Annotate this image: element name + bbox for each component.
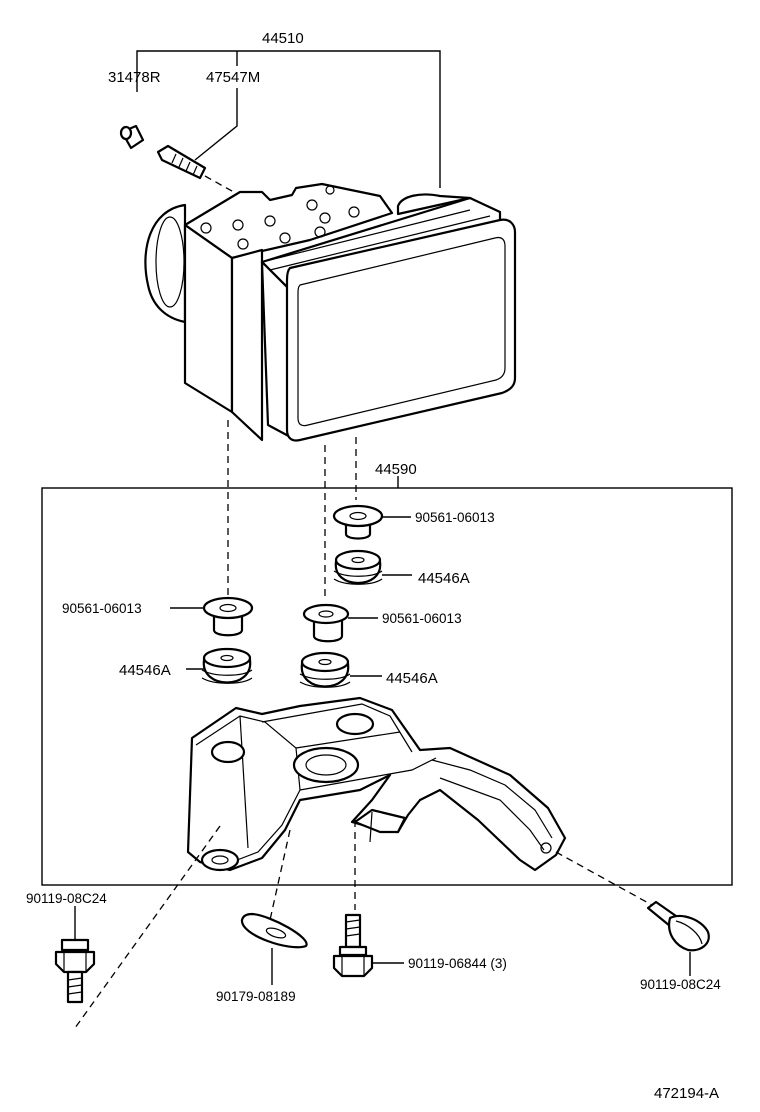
collar-top-label: 90561-06013 [415, 510, 495, 525]
cushion-top [333, 549, 383, 585]
bracket-assembly-frame [41, 487, 733, 886]
bolt-left-label: 90119-08C24 [26, 891, 107, 906]
collar-left [202, 596, 254, 637]
collar-mid-label: 90561-06013 [382, 611, 462, 626]
cushion-mid-label: 44546A [386, 670, 438, 687]
mounting-bracket [186, 696, 567, 872]
washer [240, 912, 308, 949]
cushion-left [201, 647, 253, 684]
cushion-mid [299, 651, 351, 688]
bleeder-label: 47547M [206, 69, 260, 86]
bracket-assembly-label: 44590 [375, 461, 417, 478]
collar-left-label: 90561-06013 [62, 601, 142, 616]
bolt-right [646, 900, 710, 952]
cushion-top-label: 44546A [418, 570, 470, 587]
assembly-label: 44510 [262, 30, 304, 47]
bleeder-plug [156, 88, 238, 180]
bleeder-cap [119, 124, 145, 150]
bolt-right-label: 90119-08C24 [640, 977, 721, 992]
cap-label: 31478R [108, 69, 161, 86]
washer-label: 90179-08189 [216, 989, 296, 1004]
figure-id: 472194-A [654, 1085, 719, 1102]
cushion-left-label: 44546A [119, 662, 171, 679]
bolt-left [54, 938, 96, 1004]
collar-top [332, 504, 384, 540]
bolt-mid-label: 90119-06844 (3) [408, 956, 507, 971]
collar-mid [302, 603, 350, 643]
bolt-mid [332, 913, 374, 978]
abs-actuator [144, 182, 517, 442]
assembly-leader [136, 50, 441, 188]
